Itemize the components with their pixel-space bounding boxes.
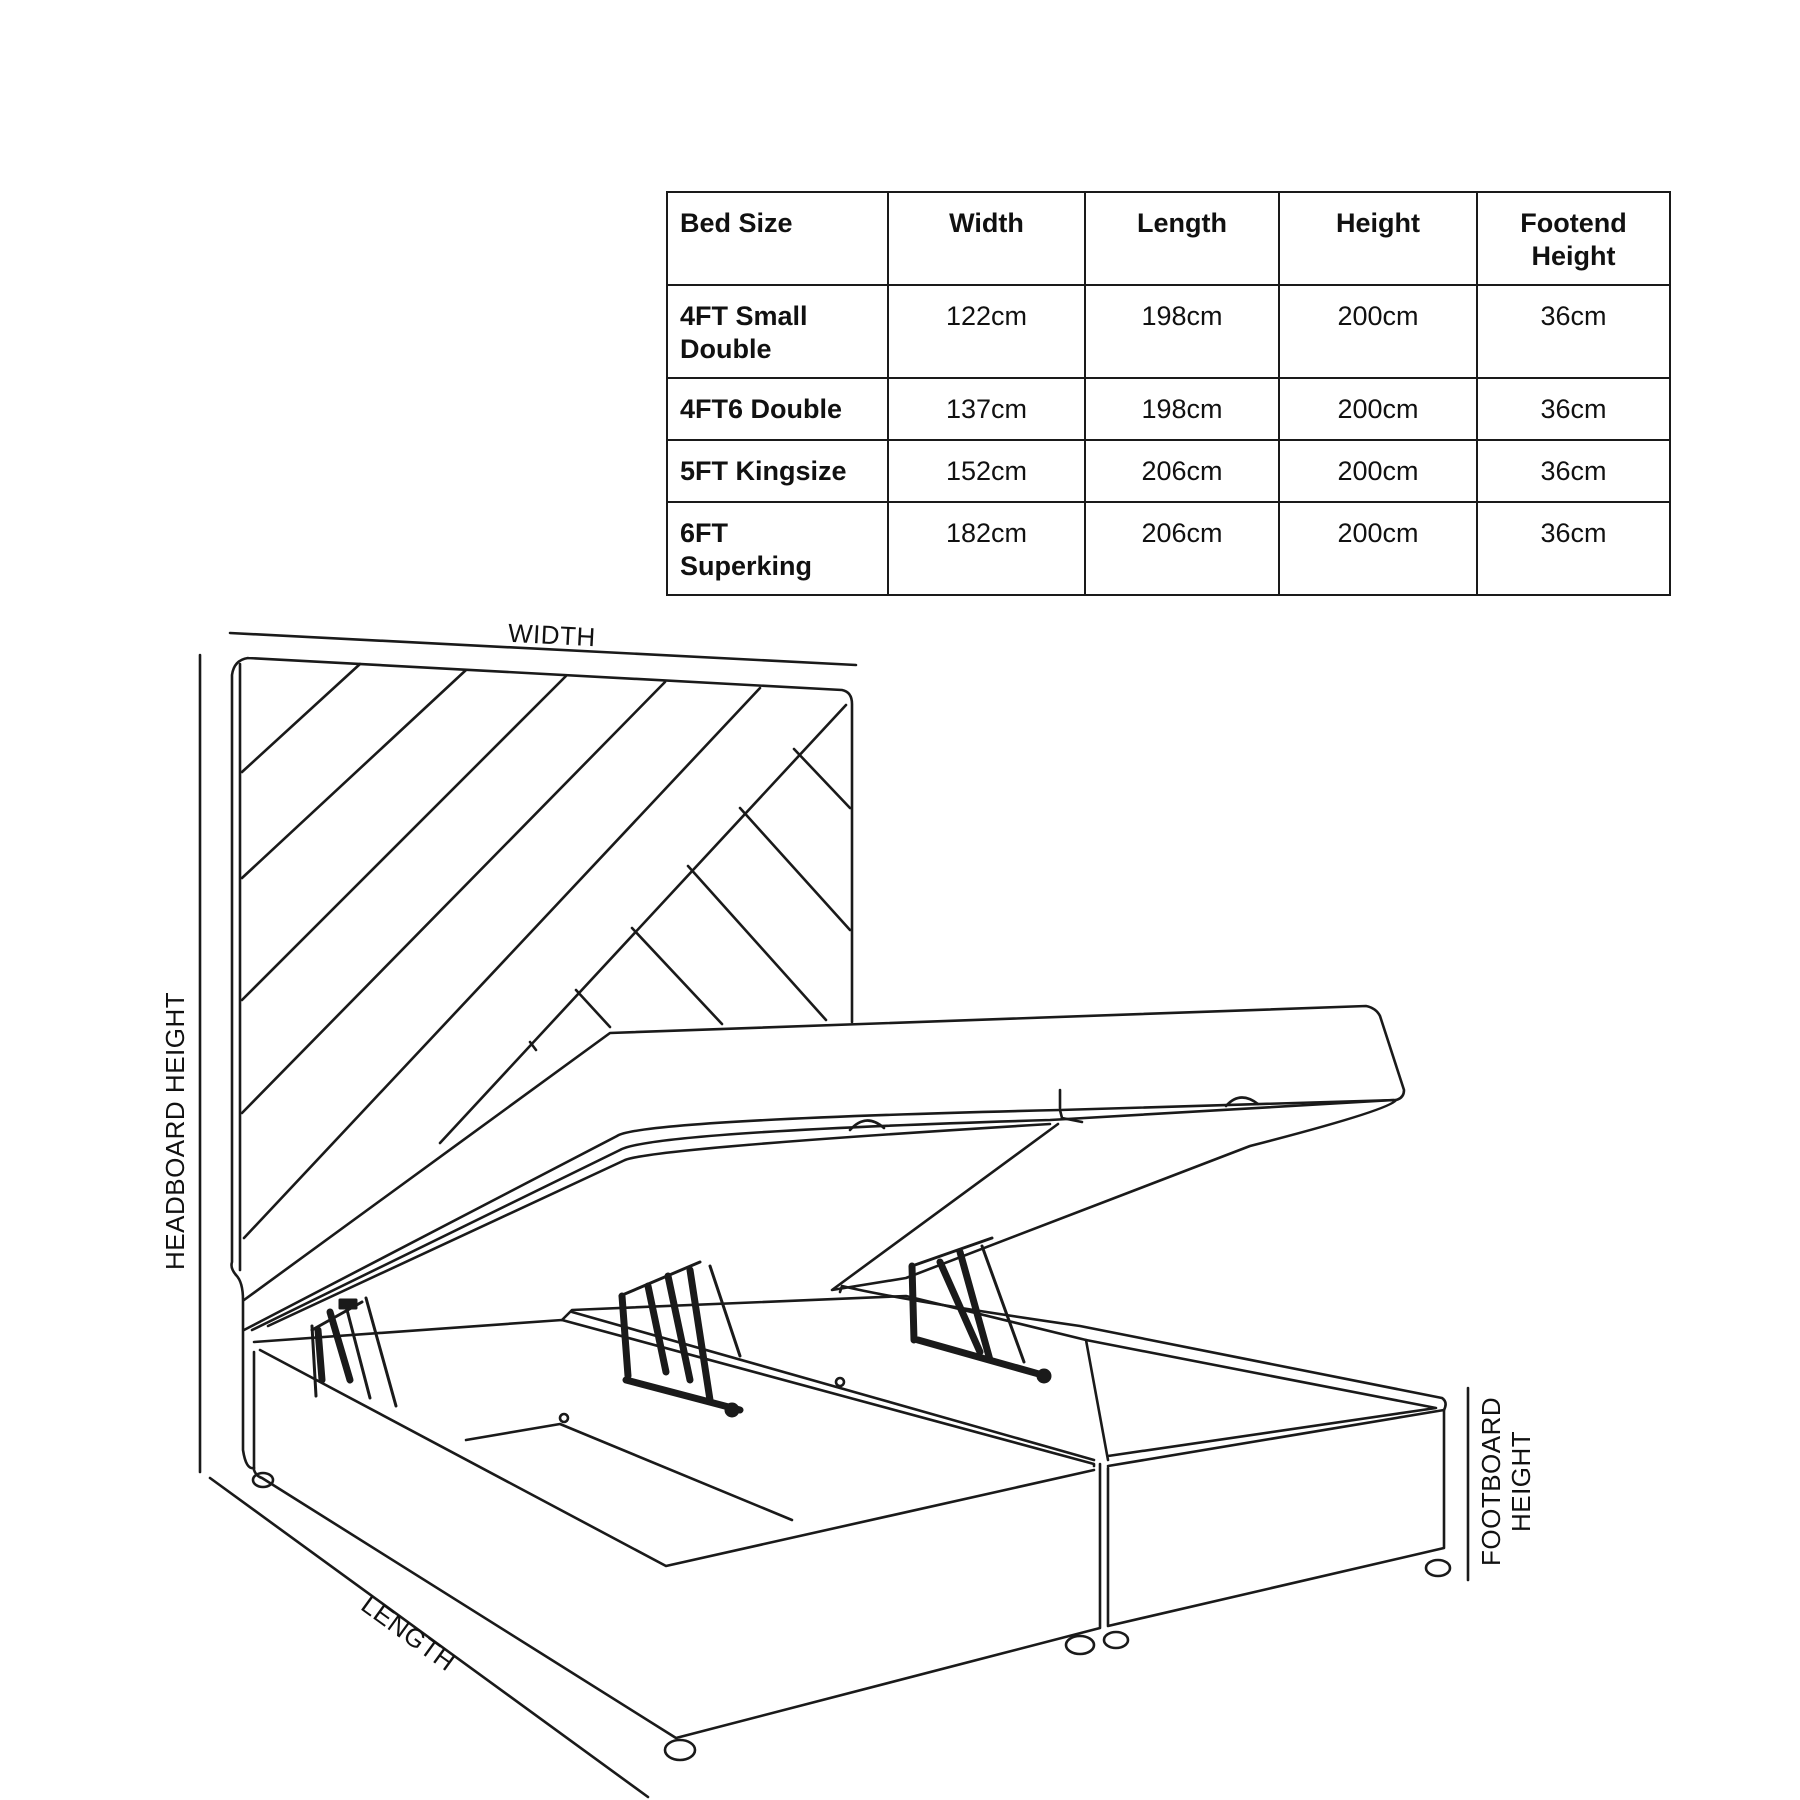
foot <box>1102 1630 1130 1650</box>
lid-split-seam <box>1058 1108 1084 1124</box>
length-dimension-line <box>208 1476 650 1799</box>
base-top-rim-right <box>838 1284 1447 1468</box>
lid-underside <box>250 1098 1396 1332</box>
cell-width: 152cm <box>887 439 1086 503</box>
cell-footend-height: 36cm <box>1476 439 1671 503</box>
base-pin-left <box>558 1412 570 1424</box>
cell-bed-size: 4FT Small Double <box>666 284 889 379</box>
base-front-left <box>252 1350 1102 1740</box>
base-center-divider <box>560 1294 1110 1462</box>
base-inner-floor <box>464 1422 794 1522</box>
lid-handle-right <box>1224 1096 1260 1108</box>
base-inner-right <box>1084 1338 1438 1458</box>
cell-footend-height: 36cm <box>1476 377 1671 441</box>
header-footend-height: Footend Height <box>1476 191 1671 286</box>
header-length: Length <box>1084 191 1280 286</box>
cell-length: 198cm <box>1084 284 1280 379</box>
width-dimension-line <box>228 631 858 667</box>
cell-bed-size: 5FT Kingsize <box>666 439 889 503</box>
lid-underside-inner <box>266 1122 1052 1328</box>
cell-height: 200cm <box>1278 377 1478 441</box>
cell-length: 206cm <box>1084 439 1280 503</box>
table-header-row: Bed Size Width Length Height Footend Hei… <box>666 191 1671 286</box>
lid-underside-right <box>830 1098 1398 1292</box>
base-front-right <box>1106 1408 1446 1628</box>
header-width: Width <box>887 191 1086 286</box>
cell-length: 198cm <box>1084 377 1280 441</box>
table-row: 5FT Kingsize 152cm 206cm 200cm 36cm <box>666 439 1671 503</box>
cell-height: 200cm <box>1278 284 1478 379</box>
lift-mechanism-right <box>908 1236 1052 1384</box>
cell-length: 206cm <box>1084 501 1280 596</box>
table-row: 6FT Superking 182cm 206cm 200cm 36cm <box>666 501 1671 596</box>
cell-footend-height: 36cm <box>1476 284 1671 379</box>
base-top-rim-left <box>252 1318 1096 1468</box>
cell-width: 182cm <box>887 501 1086 596</box>
footboard-label-line2: HEIGHT <box>1506 1430 1536 1533</box>
dimension-lines <box>198 631 1470 1799</box>
footboard-height-label: FOOTBOARD HEIGHT <box>1476 1397 1536 1566</box>
lift-mechanism-left <box>310 1296 398 1408</box>
base-pin-center <box>834 1376 846 1388</box>
cell-bed-size: 6FT Superking <box>666 501 889 596</box>
lid-top-surface <box>242 1004 1406 1332</box>
table-row: 4FT6 Double 137cm 198cm 200cm 36cm <box>666 377 1671 441</box>
headboard-height-label: HEADBOARD HEIGHT <box>160 991 190 1270</box>
header-height: Height <box>1278 191 1478 286</box>
cell-width: 122cm <box>887 284 1086 379</box>
headboard <box>230 656 854 1470</box>
gas-lift-mechanisms <box>310 1236 1052 1418</box>
headboard-outline <box>230 656 854 1277</box>
lifted-lid <box>242 1004 1406 1332</box>
foot <box>1424 1558 1452 1578</box>
base-top-rim-inner <box>258 1348 1096 1568</box>
width-label: WIDTH <box>507 617 597 653</box>
divan-base <box>251 1284 1452 1762</box>
cell-width: 137cm <box>887 377 1086 441</box>
headboard-base-curve <box>234 1273 256 1470</box>
foot <box>1064 1634 1096 1656</box>
cell-bed-size: 4FT6 Double <box>666 377 889 441</box>
header-bed-size: Bed Size <box>666 191 889 286</box>
foot <box>663 1738 697 1762</box>
cell-height: 200cm <box>1278 439 1478 503</box>
lift-mechanism-center <box>618 1260 744 1418</box>
lid-handle-left <box>848 1119 886 1132</box>
foot <box>251 1471 275 1489</box>
table-row: 4FT Small Double 122cm 198cm 200cm 36cm <box>666 284 1671 379</box>
cell-height: 200cm <box>1278 501 1478 596</box>
cell-footend-height: 36cm <box>1476 501 1671 596</box>
footboard-label-line1: FOOTBOARD <box>1476 1396 1506 1566</box>
bed-size-table: Bed Size Width Length Height Footend Hei… <box>666 191 1671 596</box>
